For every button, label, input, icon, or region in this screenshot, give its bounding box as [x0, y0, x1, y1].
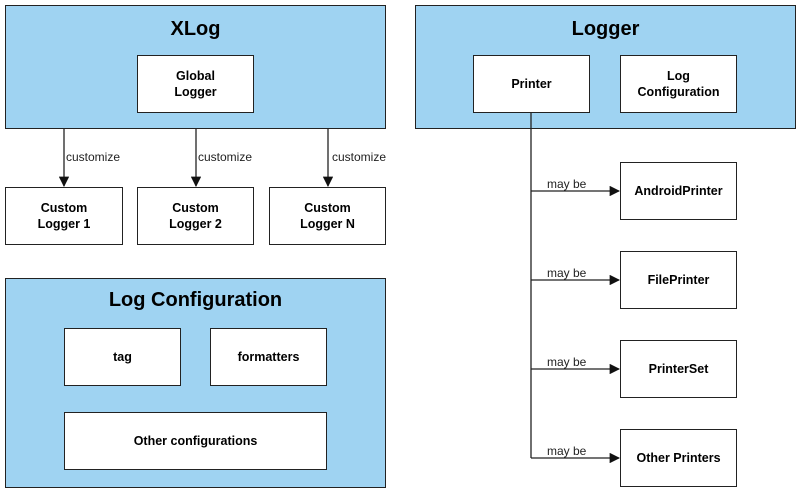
may-be-label-2: may be [547, 266, 587, 280]
printer-box[interactable]: Printer [473, 55, 590, 113]
other-configurations-box[interactable]: Other configurations [64, 412, 327, 470]
may-be-label-4: may be [547, 444, 587, 458]
custom-logger-2-box[interactable]: Custom Logger 2 [137, 187, 254, 245]
formatters-box[interactable]: formatters [210, 328, 327, 386]
file-printer-box[interactable]: FilePrinter [620, 251, 737, 309]
customize-label-n: customize [332, 150, 387, 164]
may-be-label-1: may be [547, 177, 587, 191]
custom-logger-1-box[interactable]: Custom Logger 1 [5, 187, 123, 245]
tag-box[interactable]: tag [64, 328, 181, 386]
custom-logger-n-box[interactable]: Custom Logger N [269, 187, 386, 245]
global-logger-box[interactable]: Global Logger [137, 55, 254, 113]
customize-label-2: customize [198, 150, 253, 164]
may-be-label-3: may be [547, 355, 587, 369]
other-printers-box[interactable]: Other Printers [620, 429, 737, 487]
xlog-title: XLog [170, 18, 221, 40]
logger-title: Logger [571, 18, 640, 40]
log-configuration-title: Log Configuration [108, 289, 283, 311]
customize-label-1: customize [66, 150, 121, 164]
printer-set-box[interactable]: PrinterSet [620, 340, 737, 398]
android-printer-box[interactable]: AndroidPrinter [620, 162, 737, 220]
logger-log-configuration-box[interactable]: Log Configuration [620, 55, 737, 113]
